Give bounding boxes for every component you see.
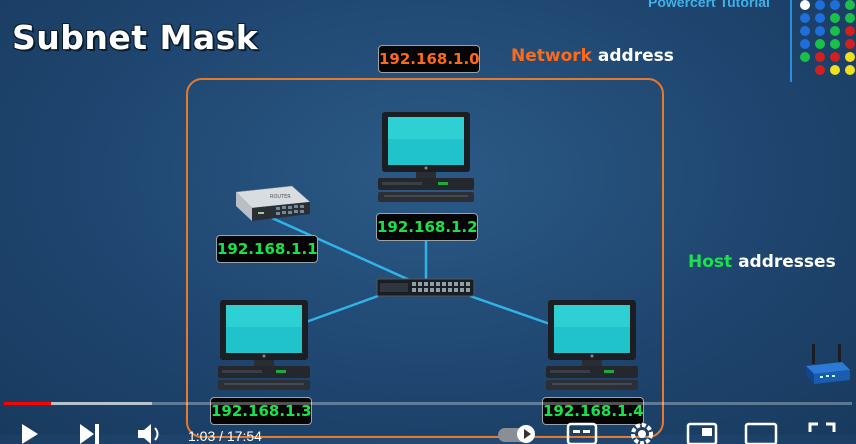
network-address-label: Network address [511,46,674,66]
progress-played[interactable] [4,402,51,405]
network-links [271,216,551,326]
volume-icon[interactable] [138,424,164,444]
computer-top-icon [378,112,474,202]
host-bottom-right-ip-box: 192.168.1.4 [542,397,644,425]
play-icon[interactable] [22,424,42,444]
host-addresses-label: Host addresses [688,252,836,272]
wireless-router-icon [806,344,850,384]
fullscreen-icon[interactable] [808,422,836,436]
switch-icon [376,278,475,297]
computer-bottom-left-icon [218,300,310,390]
router-ip-box: 192.168.1.1 [216,235,318,263]
network-address-box: 192.168.1.0 [378,45,480,73]
computer-bottom-right-icon [546,300,638,390]
progress-buffered [4,402,152,405]
host-top-ip-box: 192.168.1.2 [376,213,478,241]
settings-icon[interactable] [628,422,656,444]
subtitles-icon[interactable] [566,422,598,444]
progress-track[interactable] [4,402,852,405]
time-display: 1:03 / 17:54 [188,428,262,444]
host-bottom-left-ip-box: 192.168.1.3 [210,397,312,425]
router-brand-label: ROUTER [270,194,291,200]
autoplay-toggle[interactable] [498,424,542,443]
next-icon[interactable] [80,424,102,444]
decor-divider [790,0,792,82]
channel-watermark: Powercert Tutorial [648,0,770,10]
miniplayer-icon[interactable] [686,422,718,444]
router-icon: ROUTER [235,185,311,221]
theater-icon[interactable] [744,422,778,444]
slide-title: Subnet Mask [12,18,259,57]
